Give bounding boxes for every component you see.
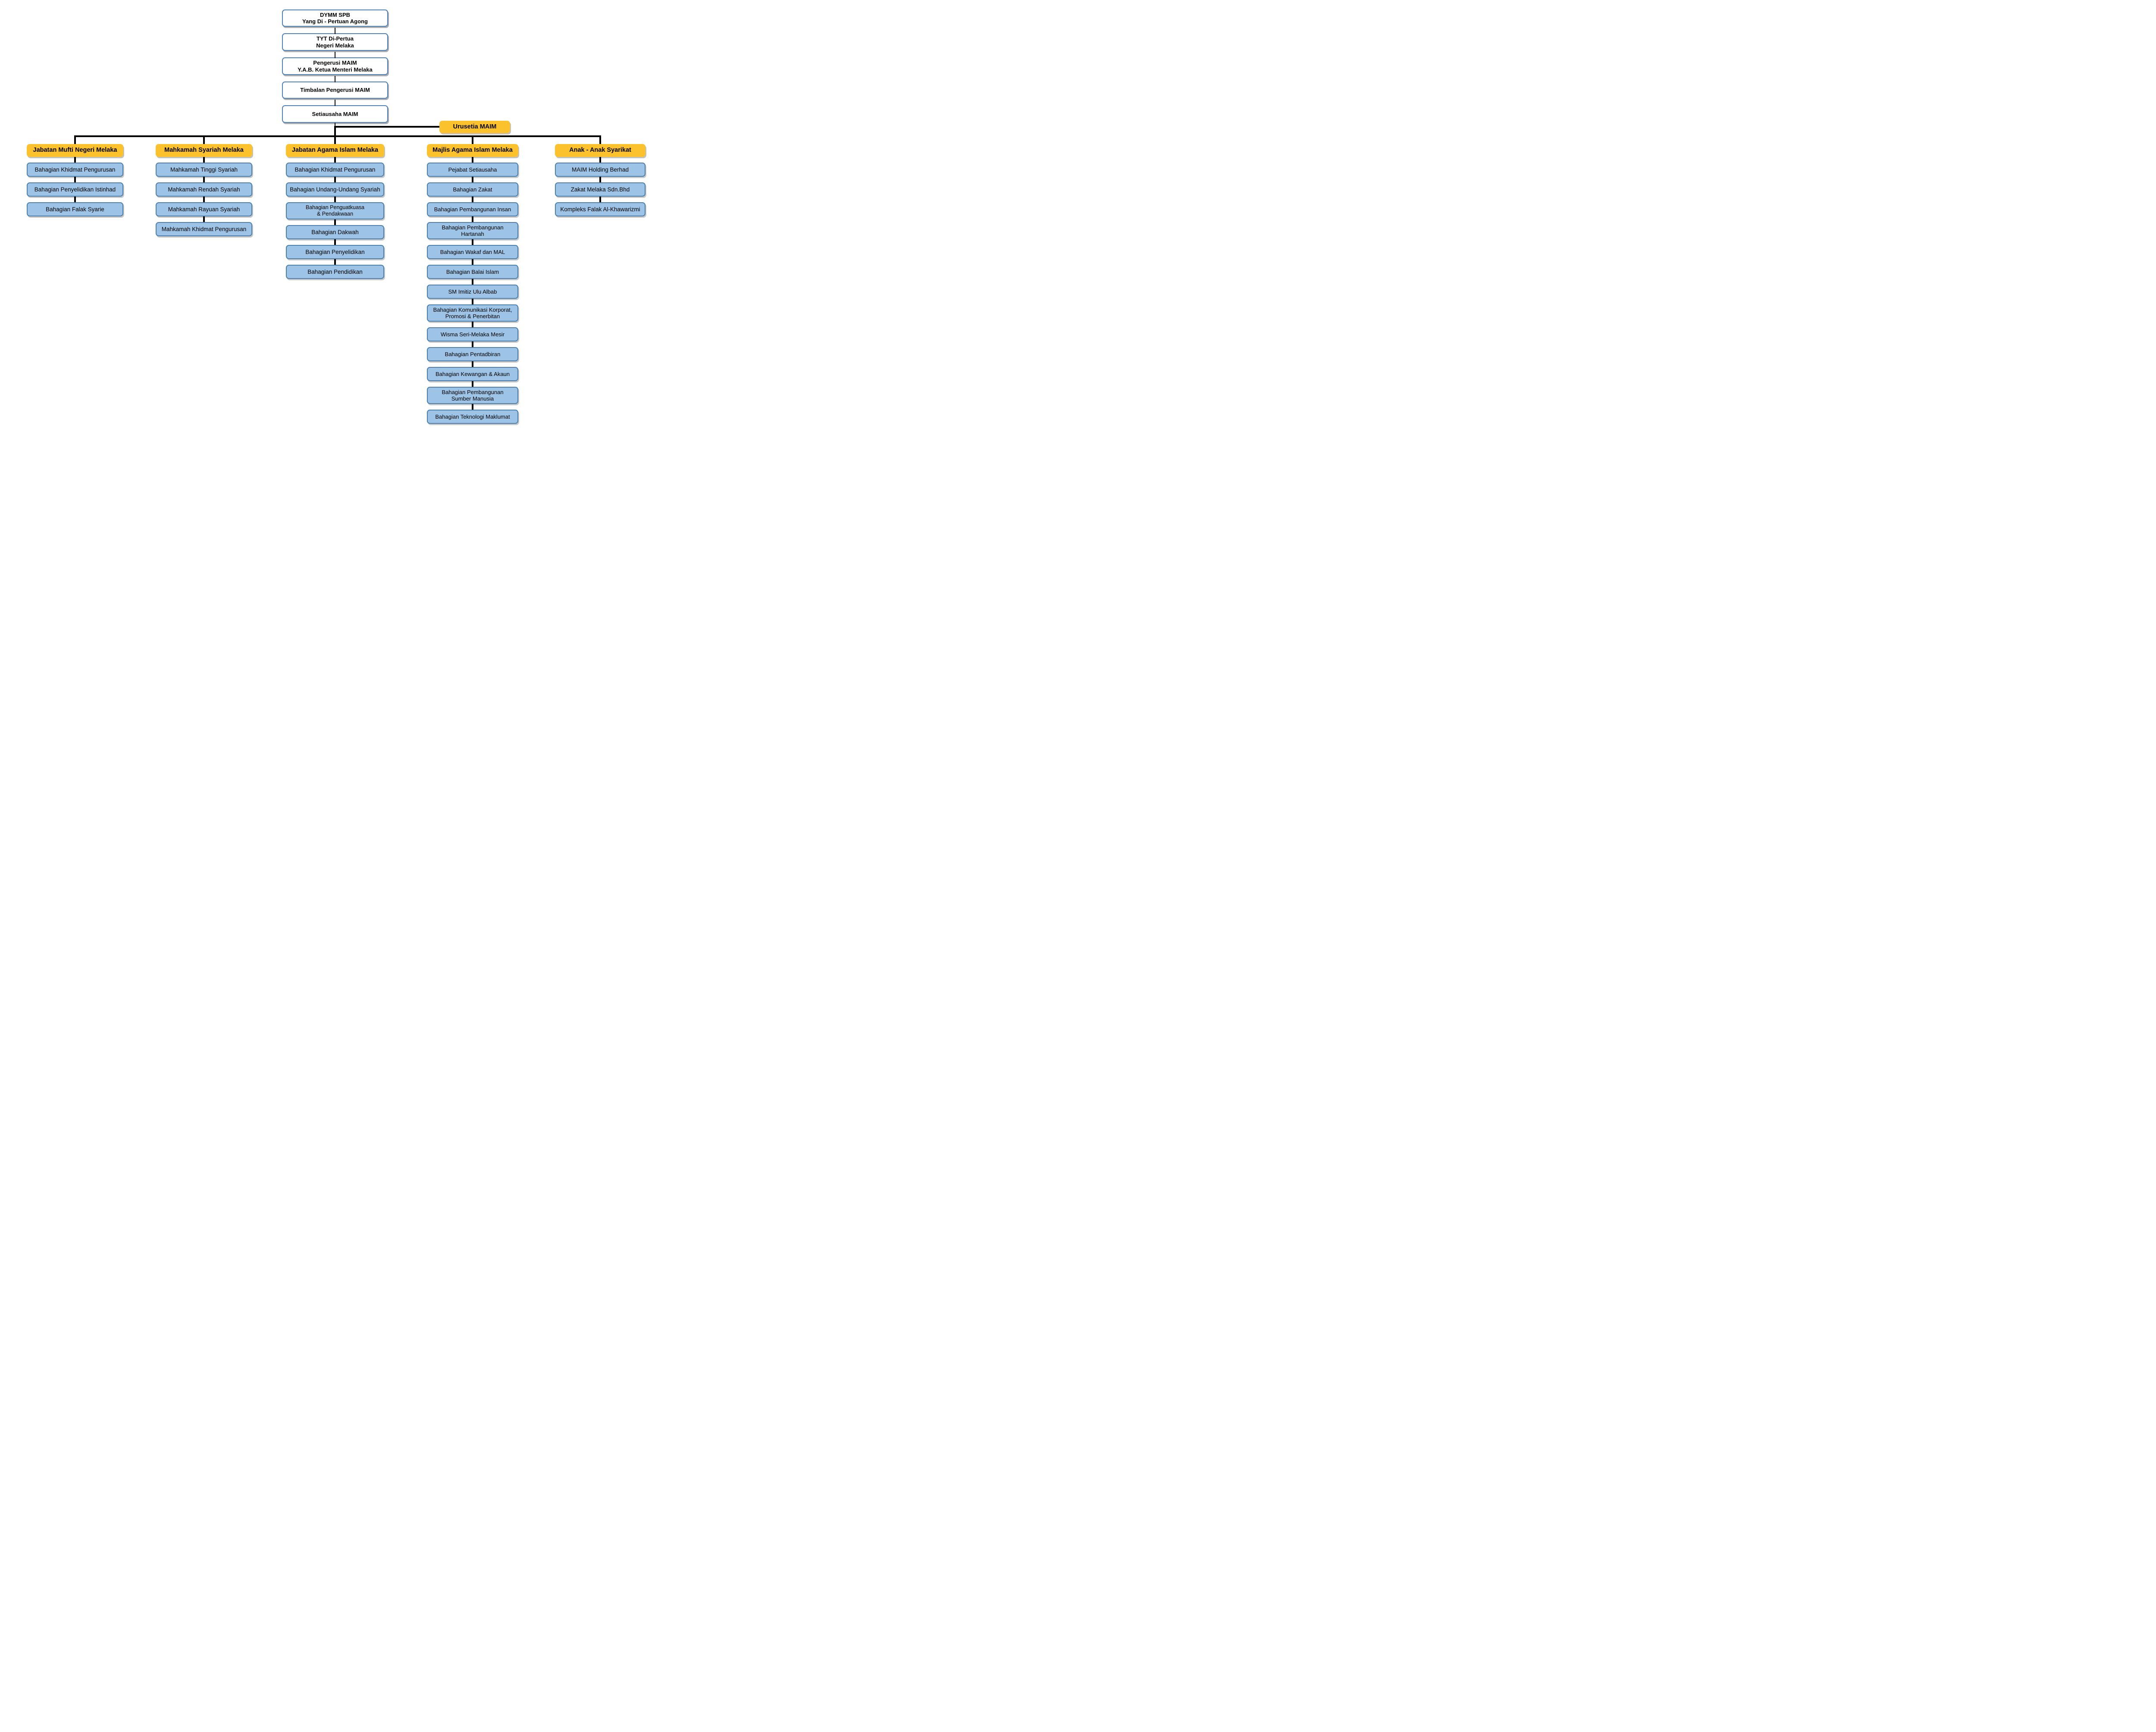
org-chart-canvas: DYMM SPB Yang Di - Pertuan Agong TYT Di-… [0,0,672,433]
column-mahkamah-syariah: Mahkamah Syariah Melaka Mahkamah Tinggi … [156,144,252,236]
column-header: Anak - Anak Syarikat [555,144,646,157]
urusetia-box: Urusetia MAIM [439,121,510,133]
org-item: Bahagian Penyelidikan [286,245,384,259]
connector-main-horizontal [74,135,601,137]
org-item: Mahkamah Rendah Syariah [156,182,252,197]
org-item: MAIM Holding Berhad [555,163,646,177]
org-item: Bahagian Falak Syarie [27,202,123,216]
org-item: Pejabat Setiausaha [427,163,518,177]
org-item: Bahagian Wakaf dan MAL [427,245,518,259]
org-item: Mahkamah Rayuan Syariah [156,202,252,216]
column-anak-syarikat: Anak - Anak Syarikat MAIM Holding Berhad… [555,144,646,216]
column-jabatan-agama: Jabatan Agama Islam Melaka Bahagian Khid… [286,144,384,279]
connector-mid-drop [334,126,336,137]
authority-chain: DYMM SPB Yang Di - Pertuan Agong TYT Di-… [282,9,388,123]
org-item: Bahagian Penyelidikan Istinhad [27,182,123,197]
org-item: Bahagian Pentadbiran [427,347,518,361]
org-item: Bahagian Kewangan & Akaun [427,367,518,381]
org-item: Mahkamah Khidmat Pengurusan [156,222,252,236]
column-header: Jabatan Agama Islam Melaka [286,144,384,157]
connector-drop-col5 [599,137,601,144]
org-item: Bahagian Zakat [427,182,518,197]
org-item: SM Imitiz Ulu Albab [427,285,518,299]
column-header: Jabatan Mufti Negeri Melaka [27,144,123,157]
org-item: Bahagian Balai Islam [427,265,518,279]
column-jabatan-mufti: Jabatan Mufti Negeri Melaka Bahagian Khi… [27,144,123,216]
column-majlis-agama: Majlis Agama Islam Melaka Pejabat Setiau… [427,144,518,424]
chain-box-timbalan: Timbalan Pengerusi MAIM [282,81,388,99]
connector-urusetia [335,126,439,128]
org-item: Wisma Seri-Melaka Mesir [427,327,518,341]
connector-drop-col3 [334,137,336,144]
org-item: Bahagian Khidmat Pengurusan [286,163,384,177]
connector-drop-col4 [472,137,473,144]
column-header: Mahkamah Syariah Melaka [156,144,252,157]
org-item: Bahagian Pendidikan [286,265,384,279]
org-item: Bahagian Undang-Undang Syariah [286,182,384,197]
org-item: Kompleks Falak Al-Khawarizmi [555,202,646,216]
chain-box-tyt: TYT Di-Pertua Negeri Melaka [282,33,388,51]
org-item: Bahagian Khidmat Pengurusan [27,163,123,177]
connector-drop-col1 [74,137,76,144]
org-item: Mahkamah Tinggi Syariah [156,163,252,177]
chain-box-agong: DYMM SPB Yang Di - Pertuan Agong [282,9,388,27]
column-header: Majlis Agama Islam Melaka [427,144,518,157]
org-item: Bahagian Pembangunan Hartanah [427,222,518,239]
org-item: Bahagian Penguatkuasa & Pendakwaan [286,202,384,219]
org-item: Bahagian Pembangunan Sumber Manusia [427,387,518,404]
org-item: Bahagian Komunikasi Korporat, Promosi & … [427,304,518,322]
org-item: Bahagian Pembangunan Insan [427,202,518,216]
chain-box-pengerusi: Pengerusi MAIM Y.A.B. Ketua Menteri Mela… [282,57,388,75]
org-item: Bahagian Teknologi Maklumat [427,410,518,424]
connector-drop-col2 [203,137,205,144]
chain-box-setiausaha: Setiausaha MAIM [282,105,388,123]
org-item: Zakat Melaka Sdn.Bhd [555,182,646,197]
org-item: Bahagian Dakwah [286,225,384,239]
